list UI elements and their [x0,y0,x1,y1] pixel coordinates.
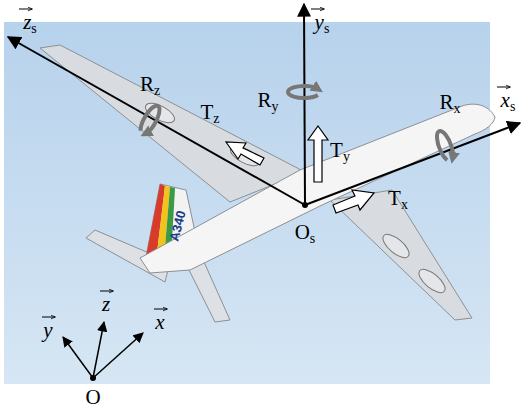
axis-line [304,4,305,205]
rotation-symbol [434,129,456,161]
tail-text: A340 [163,208,194,244]
axis-label: z [102,292,110,316]
axis-label: y [43,318,52,342]
translation-arrow [333,190,374,213]
vector-arrow [19,9,32,10]
axis-line [63,337,93,378]
rotation-label: Ry [257,88,278,112]
vector-arrow [100,291,113,292]
translation-label: Ty [330,138,350,162]
vector-arrow [154,309,167,310]
rotation-label: Rx [439,90,460,114]
rotation-symbol [138,103,163,135]
translation-arrow [226,142,264,165]
origin-dot [90,375,96,381]
axis-line [93,333,143,378]
rotation-label: Rz [140,72,160,96]
vector-arrow [42,317,55,318]
stabilizer [188,262,230,322]
axis-label: xs [501,88,516,112]
translation-label: Tz [200,100,219,124]
axis-line [8,37,305,205]
left-wing [40,45,305,202]
engine [415,265,449,296]
origin-label: O [85,385,100,409]
origin-dot [302,202,308,208]
engine [379,230,413,261]
vector-arrow [311,9,324,10]
translation-label: Tx [388,186,408,210]
vector-arrow [497,87,510,88]
rotation-symbol [288,86,318,98]
translation-arrow [308,126,328,182]
axis-label: ys [315,10,330,34]
right-wing [330,190,472,320]
origin-label: Os [295,220,316,244]
axis-label: zs [23,10,37,34]
fuselage [140,104,495,273]
axis-label: x [155,310,164,334]
axis-line [305,123,520,205]
